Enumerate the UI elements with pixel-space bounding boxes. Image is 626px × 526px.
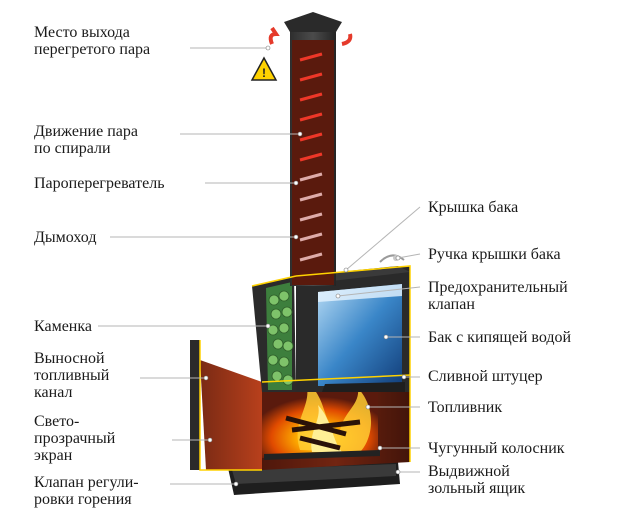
label-firebox: Топливник bbox=[428, 399, 503, 416]
label-chimney: Дымоход bbox=[34, 229, 97, 246]
label-grate: Чугунный колосник bbox=[428, 440, 565, 457]
label-air-valve: Клапан регули- ровки горения bbox=[34, 474, 139, 508]
leader-dot-chimney bbox=[293, 234, 299, 240]
leader-dot-stone-box bbox=[265, 323, 271, 329]
leader-tank-lid bbox=[345, 206, 421, 271]
outline-trace bbox=[199, 265, 411, 471]
label-safety-valve: Предохранительный клапан bbox=[428, 279, 568, 313]
leader-dot-safety-valve bbox=[335, 293, 341, 299]
label-steam-exit: Место выхода перегретого пара bbox=[34, 24, 151, 58]
leader-dot-superheater bbox=[293, 180, 299, 186]
svg-text:!: ! bbox=[262, 66, 266, 80]
leader-safety-valve bbox=[337, 286, 421, 297]
label-spiral-flow: Движение пара по спирали bbox=[34, 123, 138, 157]
label-superheater: Пароперегреватель bbox=[34, 175, 165, 192]
leader-dot-lid-handle bbox=[395, 255, 401, 261]
leader-dot-tank-lid bbox=[343, 267, 349, 273]
label-boiling-tank: Бак с кипящей водой bbox=[428, 329, 572, 346]
label-lid-handle: Ручка крышки бака bbox=[428, 246, 561, 263]
grate bbox=[264, 450, 380, 460]
label-glass-screen: Свето- прозрачный экран bbox=[34, 413, 116, 464]
stone-box bbox=[252, 276, 296, 392]
label-tank-lid: Крышка бака bbox=[428, 199, 519, 216]
leader-dot-spiral-flow bbox=[297, 131, 303, 137]
leader-dot-firebox bbox=[365, 404, 371, 410]
leader-dot-glass-screen bbox=[207, 437, 213, 443]
label-stone-box: Каменка bbox=[34, 318, 92, 335]
leader-dot-ash-drawer bbox=[395, 469, 401, 475]
label-remote-fuel-channel: Выносной топливный канал bbox=[34, 350, 110, 401]
leader-dot-grate bbox=[377, 445, 383, 451]
leader-dot-boiling-tank bbox=[383, 334, 389, 340]
leader-dot-remote-fuel-channel bbox=[203, 375, 209, 381]
leader-dot-drain-fitting bbox=[401, 374, 407, 380]
chimney bbox=[284, 12, 342, 286]
firebox bbox=[262, 380, 378, 458]
leader-lines bbox=[98, 45, 421, 487]
leader-lid-handle bbox=[397, 253, 421, 259]
label-drain-fitting: Сливной штуцер bbox=[428, 368, 543, 385]
leader-dot-air-valve bbox=[233, 481, 239, 487]
warning-icon: ! bbox=[250, 56, 278, 81]
steam-exit-arrows bbox=[268, 26, 353, 46]
label-ash-drawer: Выдвижной зольный ящик bbox=[428, 463, 526, 497]
water-tank bbox=[296, 266, 410, 392]
leader-dot-steam-exit bbox=[265, 45, 271, 51]
